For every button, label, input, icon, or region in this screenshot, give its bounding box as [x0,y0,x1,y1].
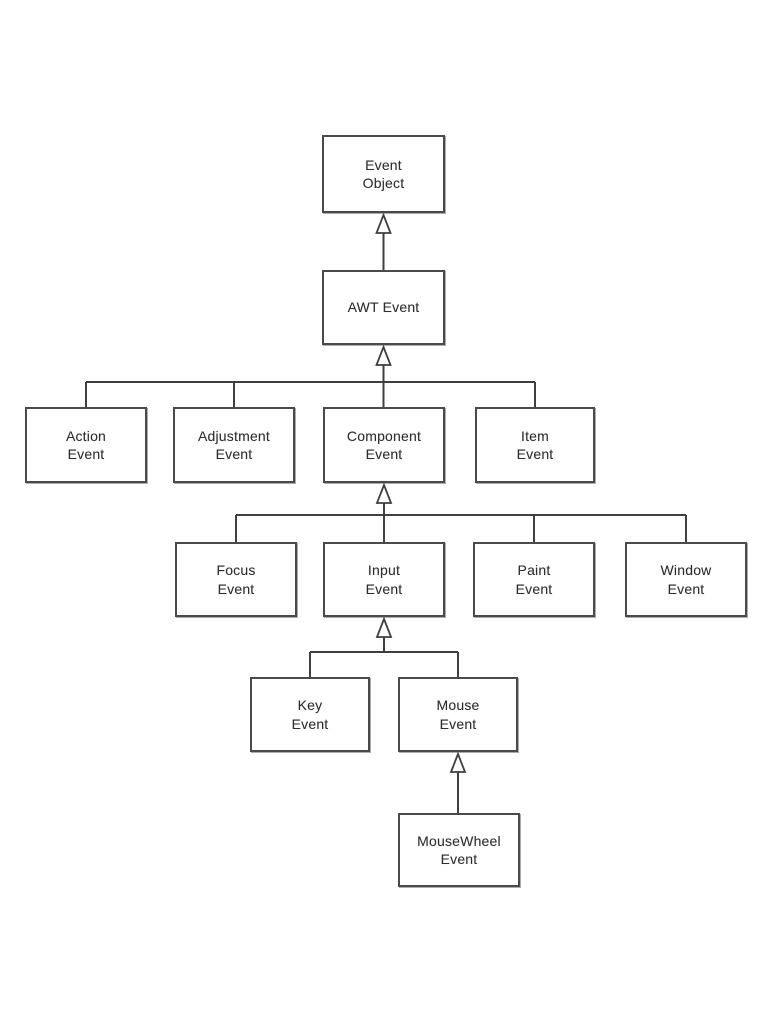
node-component-event-label: Component Event [346,427,422,462]
node-mousewheel-event-label: MouseWheel Event [417,832,501,867]
node-window-event: Window Event [625,542,747,617]
node-adjustment-event-label: Adjustment Event [197,427,271,462]
arrowhead-awtevent-icon [375,344,392,366]
node-component-event: Component Event [323,407,445,483]
node-item-event: Item Event [475,407,595,483]
arrowhead-componentevent-icon [375,482,393,504]
node-input-event: Input Event [323,542,445,617]
node-mouse-event-label: Mouse Event [436,697,480,732]
node-key-event-label: Key Event [291,697,329,732]
node-item-event-label: Item Event [516,427,554,462]
node-focus-event-label: Focus Event [216,562,256,597]
node-paint-event: Paint Event [473,542,595,617]
node-focus-event: Focus Event [175,542,297,617]
node-window-event-label: Window Event [660,562,712,597]
node-mousewheel-event: MouseWheel Event [398,813,520,887]
node-action-event-label: Action Event [65,427,107,462]
node-action-event: Action Event [25,407,147,483]
inheritance-arrowheads [375,212,467,773]
node-adjustment-event: Adjustment Event [173,407,295,483]
arrowhead-mouseevent-icon [449,751,467,773]
node-event-object: Event Object [322,135,445,213]
node-paint-event-label: Paint Event [515,562,553,597]
node-awt-event-label: AWT Event [347,299,420,316]
node-key-event: Key Event [250,677,370,752]
node-event-object-label: Event Object [362,156,405,191]
node-input-event-label: Input Event [365,562,403,597]
arrowhead-inputevent-icon [375,616,393,638]
arrowhead-eventobject-icon [375,212,392,234]
node-mouse-event: Mouse Event [398,677,518,752]
node-awt-event: AWT Event [322,270,445,345]
